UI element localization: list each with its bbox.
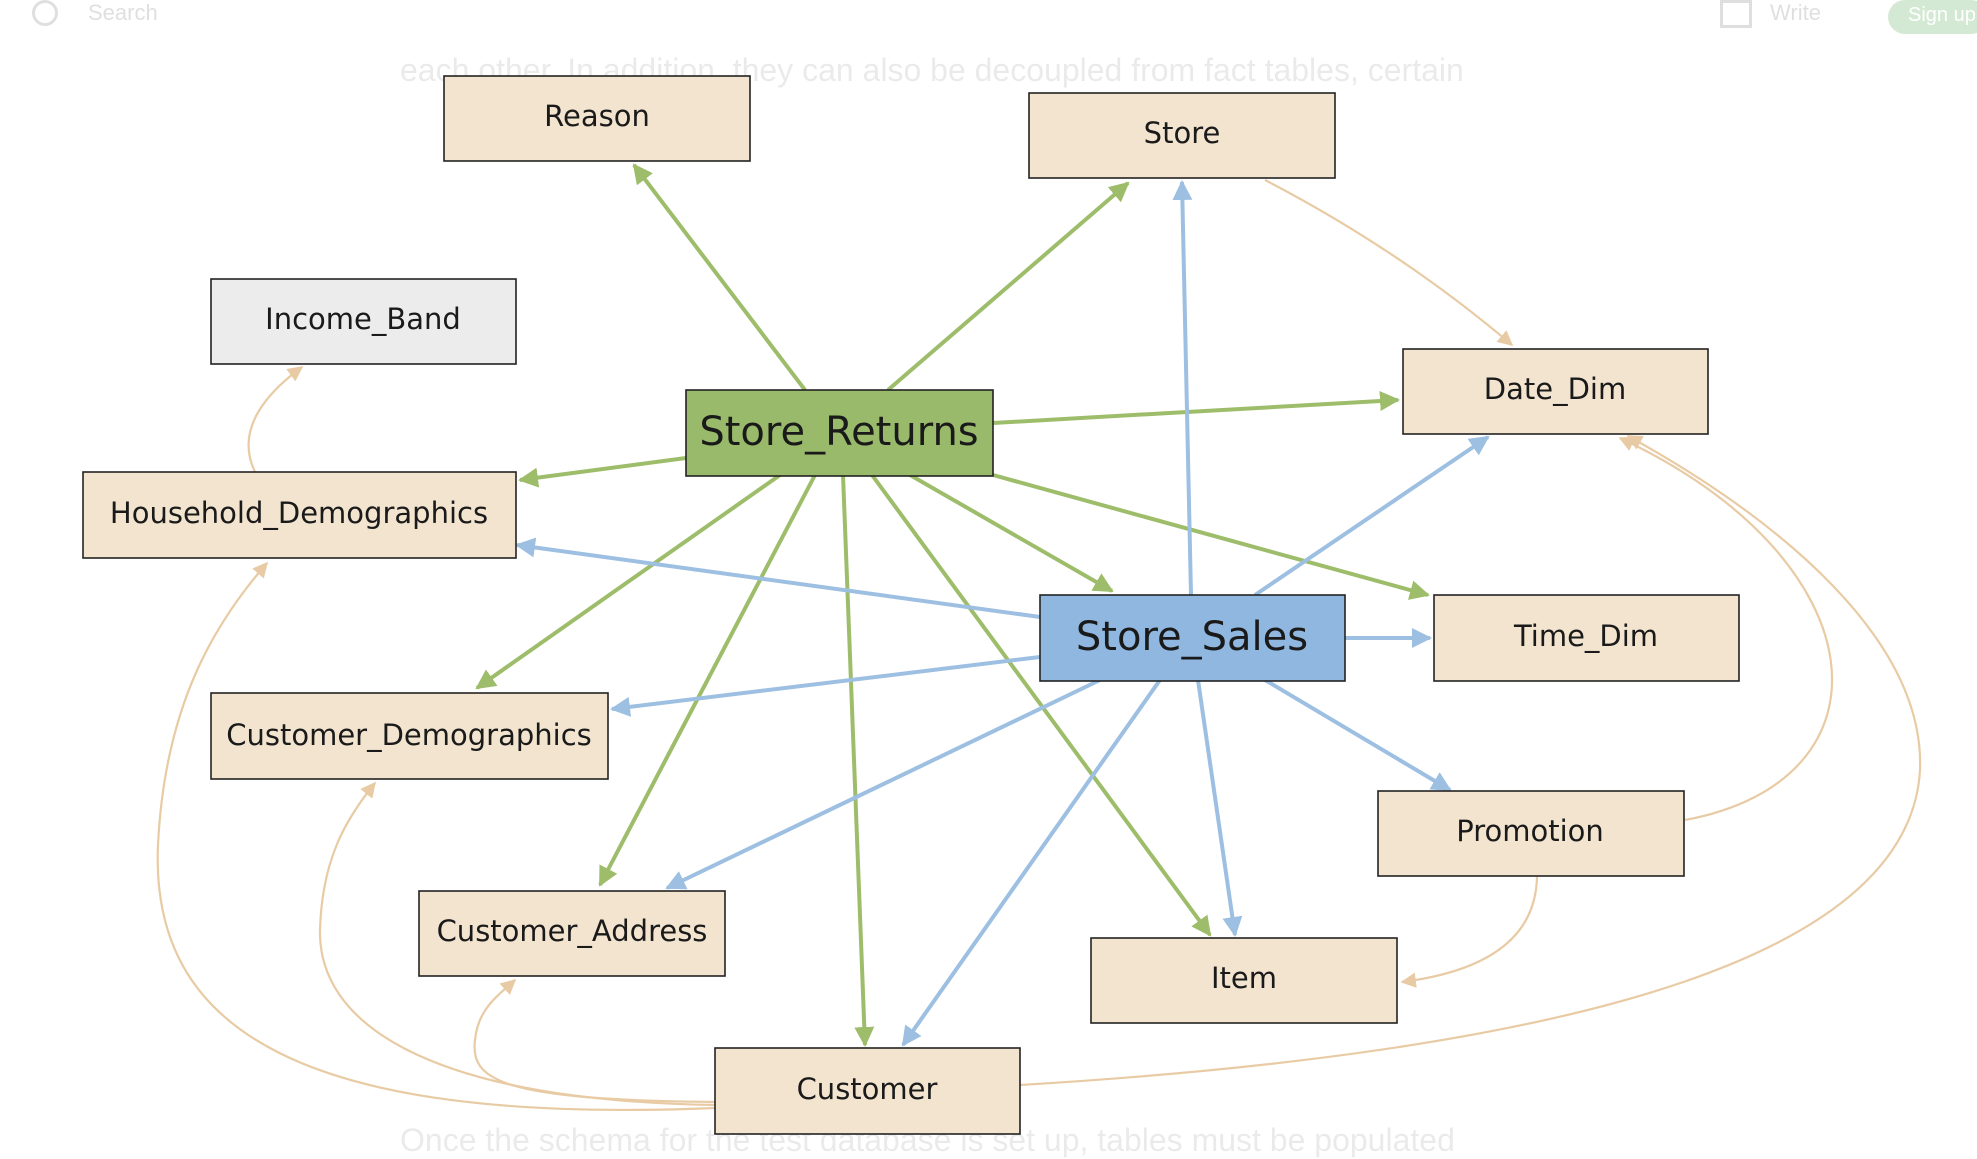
node-household-demographics-label: Household_Demographics bbox=[110, 496, 488, 530]
node-store-returns[interactable]: Store_Returns bbox=[685, 389, 994, 477]
edge-returns-to-item bbox=[870, 473, 1212, 937]
node-household-demographics-box bbox=[82, 471, 517, 559]
search-input[interactable]: Search bbox=[88, 0, 158, 25]
node-reason-label: Reason bbox=[544, 99, 650, 133]
node-store-returns-box bbox=[685, 389, 994, 477]
node-time-dim[interactable]: Time_Dim bbox=[1433, 594, 1740, 682]
node-time-dim-box bbox=[1433, 594, 1740, 682]
edge-returns-to-customer-demographics bbox=[475, 473, 782, 690]
edge-customer-to-household bbox=[156, 561, 716, 1112]
edge-store-to-date-dim bbox=[1264, 179, 1514, 346]
node-time-dim-label: Time_Dim bbox=[1513, 619, 1658, 653]
edge-returns-to-date-dim bbox=[992, 391, 1400, 425]
node-household-demographics[interactable]: Household_Demographics bbox=[82, 471, 517, 559]
edge-returns-to-customer-address bbox=[598, 474, 817, 887]
node-customer-address-box bbox=[418, 890, 726, 977]
edge-customer-to-customer-address bbox=[473, 978, 716, 1104]
edge-returns-to-store-sales bbox=[909, 473, 1114, 593]
node-customer-label: Customer bbox=[797, 1072, 938, 1106]
edge-returns-to-time-dim bbox=[992, 473, 1430, 600]
write-button[interactable]: Write bbox=[1770, 0, 1821, 25]
node-store-sales-label: Store_Sales bbox=[1076, 614, 1308, 660]
node-promotion-box bbox=[1377, 790, 1685, 877]
node-promotion[interactable]: Promotion bbox=[1377, 790, 1685, 877]
edge-returns-to-customer bbox=[841, 474, 875, 1047]
edge-sales-to-customer bbox=[901, 678, 1162, 1047]
edge-sales-to-promotion bbox=[1263, 678, 1452, 792]
node-store-box bbox=[1028, 92, 1336, 179]
edge-sales-to-customer-demographics bbox=[610, 655, 1041, 717]
edge-customer-to-date-dim bbox=[1019, 435, 1922, 1087]
sign-up-button[interactable]: Sign up bbox=[1888, 0, 1977, 34]
node-date-dim-box bbox=[1402, 348, 1709, 435]
node-reason[interactable]: Reason bbox=[443, 75, 751, 162]
edge-sales-to-item bbox=[1196, 679, 1243, 937]
node-store-label: Store bbox=[1144, 116, 1221, 150]
write-icon[interactable] bbox=[1720, 0, 1752, 28]
node-customer-address-label: Customer_Address bbox=[437, 914, 708, 948]
node-income-band-label: Income_Band bbox=[265, 302, 461, 336]
top-navigation-bar: Search Write Sign up bbox=[0, 0, 1977, 34]
node-item-box bbox=[1090, 937, 1398, 1024]
node-customer[interactable]: Customer bbox=[714, 1047, 1021, 1135]
edge-returns-to-store bbox=[886, 181, 1130, 392]
node-store-returns-label: Store_Returns bbox=[699, 409, 978, 455]
node-customer-demographics-box bbox=[210, 692, 609, 780]
edge-sales-to-date-dim bbox=[1253, 435, 1490, 597]
node-income-band[interactable]: Income_Band bbox=[210, 278, 517, 365]
node-date-dim[interactable]: Date_Dim bbox=[1402, 348, 1709, 435]
edge-sales-to-store bbox=[1172, 180, 1193, 596]
edge-returns-to-household bbox=[518, 456, 687, 488]
store-sales-edges bbox=[515, 180, 1490, 1047]
node-date-dim-label: Date_Dim bbox=[1484, 372, 1626, 406]
node-customer-box bbox=[714, 1047, 1021, 1135]
dimension-edges bbox=[156, 179, 1922, 1112]
search-icon[interactable] bbox=[32, 0, 58, 26]
node-reason-box bbox=[443, 75, 751, 162]
store-returns-edges bbox=[475, 163, 1430, 1047]
edge-promotion-to-date-dim bbox=[1618, 436, 1834, 822]
node-store-sales[interactable]: Store_Sales bbox=[1039, 594, 1346, 682]
edge-customer-to-customer-demographics bbox=[318, 781, 716, 1107]
node-customer-demographics-label: Customer_Demographics bbox=[226, 718, 592, 752]
node-customer-demographics[interactable]: Customer_Demographics bbox=[210, 692, 609, 780]
node-item-label: Item bbox=[1211, 961, 1277, 995]
node-item[interactable]: Item bbox=[1090, 937, 1398, 1024]
edge-sales-to-customer-address bbox=[665, 678, 1101, 890]
node-income-band-box bbox=[210, 278, 517, 365]
node-store[interactable]: Store bbox=[1028, 92, 1336, 179]
node-customer-address[interactable]: Customer_Address bbox=[418, 890, 726, 977]
edge-returns-to-reason bbox=[632, 163, 807, 392]
node-promotion-label: Promotion bbox=[1456, 814, 1604, 848]
node-store-sales-box bbox=[1039, 594, 1346, 682]
edge-household-to-income-band bbox=[247, 366, 304, 473]
edge-promotion-to-item bbox=[1400, 876, 1539, 988]
edge-sales-to-household bbox=[515, 537, 1041, 619]
